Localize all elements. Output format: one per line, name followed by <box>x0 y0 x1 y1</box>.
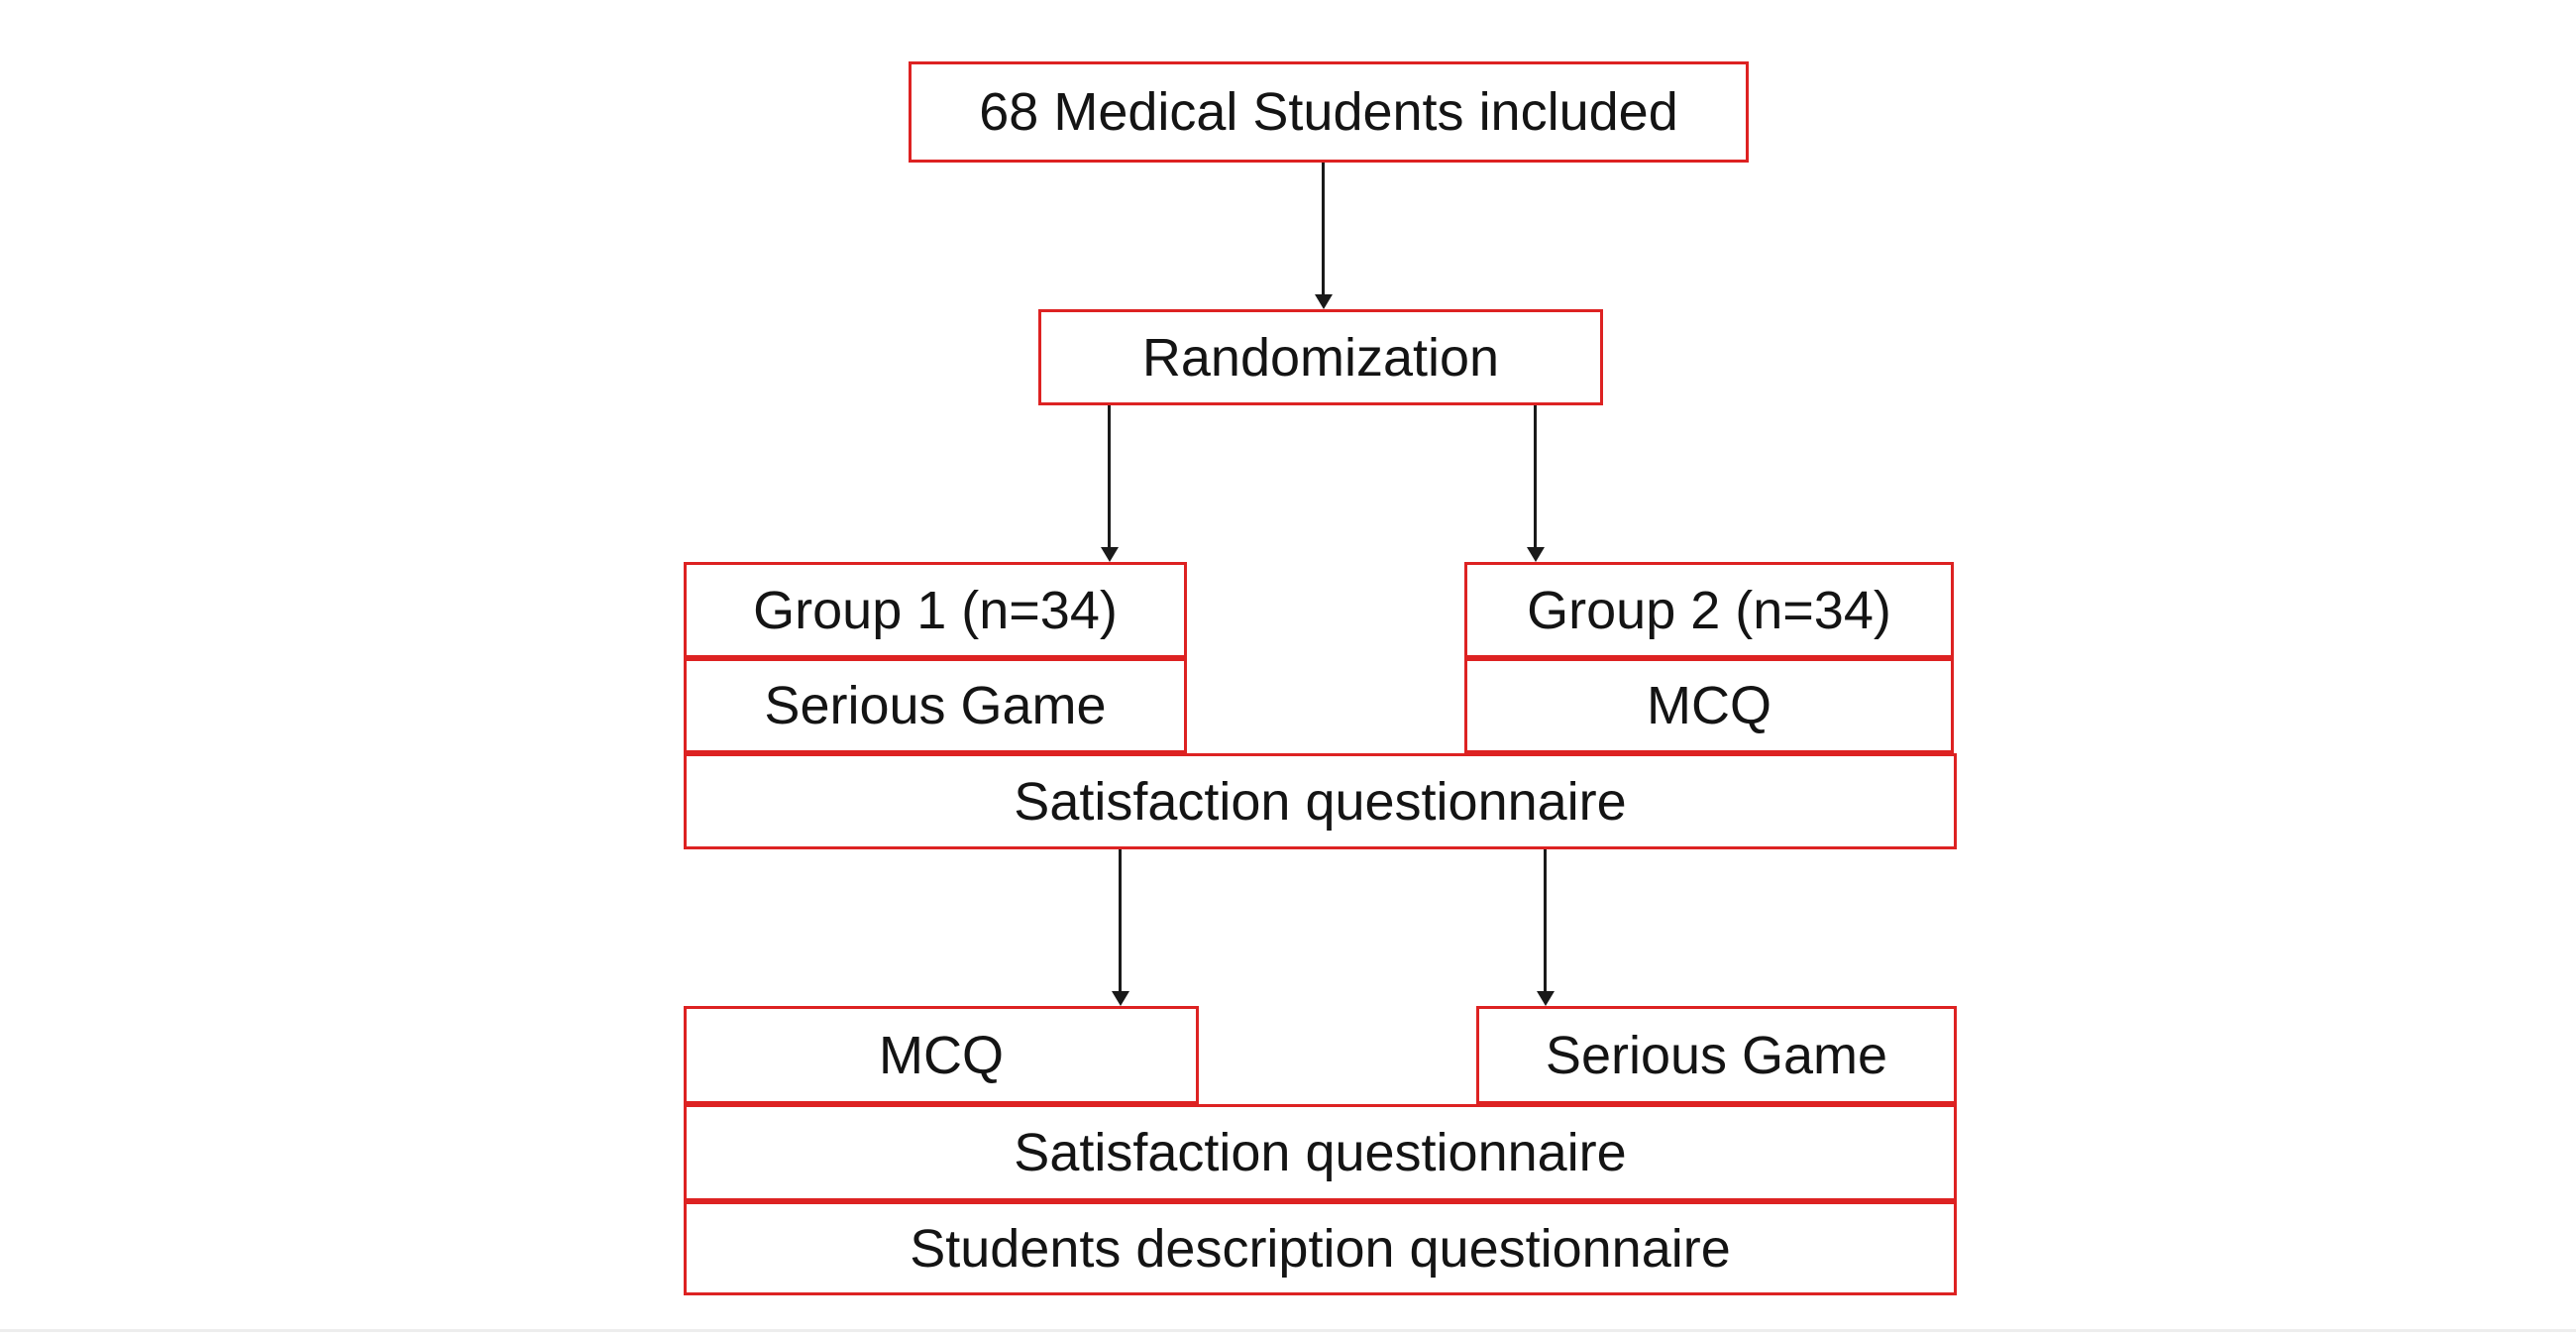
arrow-randomization-to-group2-line <box>1534 405 1537 548</box>
arrow-randomization-to-group1-head <box>1101 547 1119 562</box>
node-randomization: Randomization <box>1038 309 1603 405</box>
node-students-description-questionnaire-label: Students description questionnaire <box>910 1218 1731 1279</box>
node-group2-label: Group 2 (n=34) <box>1527 580 1891 640</box>
arrow-satisfaction-to-group1-crossover-head <box>1112 991 1129 1006</box>
node-group2-crossover-serious-game: Serious Game <box>1476 1006 1957 1104</box>
node-randomization-label: Randomization <box>1141 327 1500 388</box>
node-satisfaction-questionnaire-2-label: Satisfaction questionnaire <box>1014 1123 1627 1182</box>
arrow-included-to-randomization-head <box>1315 294 1333 309</box>
arrow-satisfaction-to-group2-crossover-head <box>1537 991 1555 1006</box>
node-group1-label: Group 1 (n=34) <box>753 580 1118 640</box>
node-group1-serious-game: Serious Game <box>684 658 1187 753</box>
node-group1-crossover-mcq-label: MCQ <box>879 1025 1004 1085</box>
page-bottom-divider <box>0 1329 2576 1332</box>
node-group1-crossover-mcq: MCQ <box>684 1006 1199 1104</box>
arrow-satisfaction-to-group2-crossover-line <box>1544 849 1547 992</box>
node-included: 68 Medical Students included <box>909 61 1749 163</box>
arrow-randomization-to-group2-head <box>1527 547 1545 562</box>
node-included-label: 68 Medical Students included <box>979 82 1678 142</box>
node-group1: Group 1 (n=34) <box>684 562 1187 658</box>
node-group1-serious-game-label: Serious Game <box>764 676 1107 735</box>
arrow-randomization-to-group1-line <box>1108 405 1111 548</box>
arrow-included-to-randomization-line <box>1322 163 1325 295</box>
node-group2-mcq: MCQ <box>1464 658 1954 753</box>
node-students-description-questionnaire: Students description questionnaire <box>684 1201 1957 1295</box>
node-satisfaction-questionnaire-1: Satisfaction questionnaire <box>684 753 1957 849</box>
node-group2-crossover-serious-game-label: Serious Game <box>1545 1025 1888 1085</box>
node-satisfaction-questionnaire-1-label: Satisfaction questionnaire <box>1014 771 1627 832</box>
node-satisfaction-questionnaire-2: Satisfaction questionnaire <box>684 1104 1957 1201</box>
node-group2: Group 2 (n=34) <box>1464 562 1954 658</box>
arrow-satisfaction-to-group1-crossover-line <box>1119 849 1122 992</box>
node-group2-mcq-label: MCQ <box>1647 676 1771 735</box>
